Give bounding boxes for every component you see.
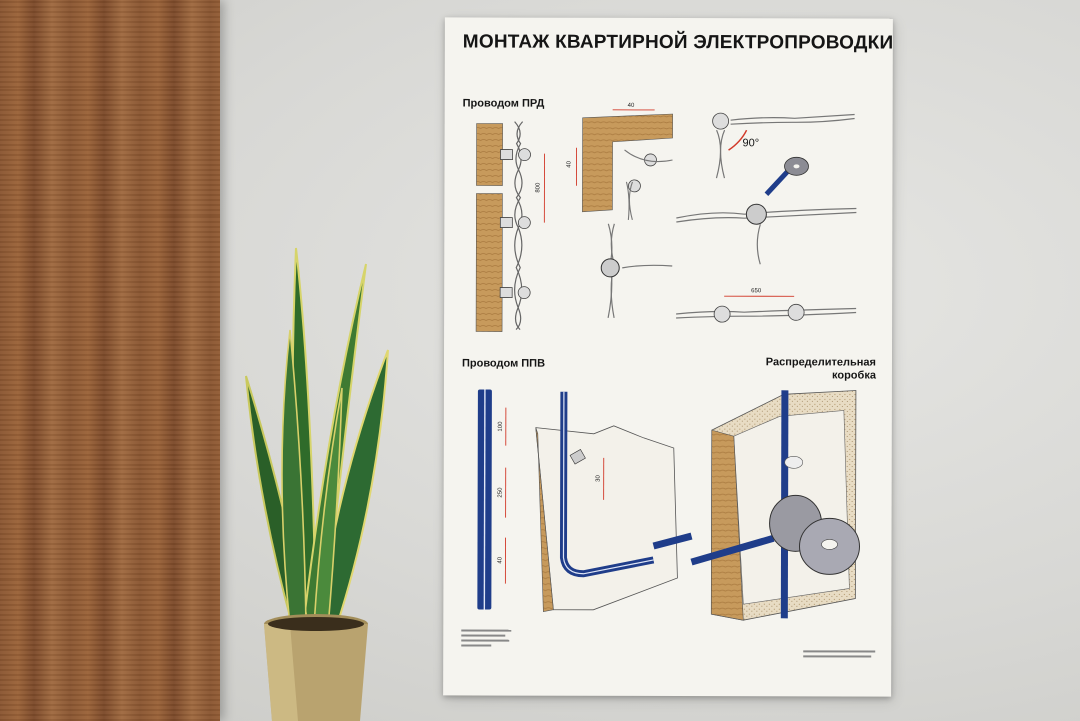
prd-span-diagram: 650 [676, 288, 857, 323]
wooden-wall [0, 0, 220, 721]
ppv-wire-diagram: 100 250 40 [477, 389, 507, 610]
dim-40-side: 40 [566, 160, 572, 167]
snake-plant [245, 247, 389, 721]
wiring-poster: МОНТАЖ КВАРТИРНОЙ ЭЛЕКТРОПРОВОДКИ Провод… [443, 17, 893, 697]
wood-plank [0, 88, 220, 219]
wood-plank [0, 580, 220, 721]
prd-corner-diagram: 40 40 [566, 103, 673, 221]
ppv-corner-diagram: 30 [535, 391, 693, 613]
dim-30: 30 [596, 474, 602, 481]
wood-plank [0, 338, 220, 469]
wood-plank [0, 216, 220, 341]
dim-100: 100 [498, 421, 504, 432]
gold-pot [264, 614, 368, 721]
wood-plank [0, 0, 220, 91]
distribution-box-diagram [690, 390, 861, 621]
prd-junction-diagram [676, 156, 857, 265]
prd-wall-mount-diagram: 800 [475, 121, 545, 332]
dim-650: 650 [751, 288, 762, 294]
prd-turn-diagram: 90° [712, 112, 855, 179]
prd-crossing-diagram [600, 223, 673, 318]
poster-illustrations: 800 40 40 [461, 103, 876, 658]
dim-800: 800 [535, 182, 541, 193]
dim-40-ppv: 40 [497, 556, 503, 563]
poster-fine-print [461, 629, 876, 658]
wood-plank [0, 466, 220, 583]
dim-250: 250 [498, 487, 504, 498]
dim-40-top: 40 [628, 103, 635, 109]
angle-90: 90° [743, 137, 760, 149]
plant-leaves [245, 247, 389, 630]
